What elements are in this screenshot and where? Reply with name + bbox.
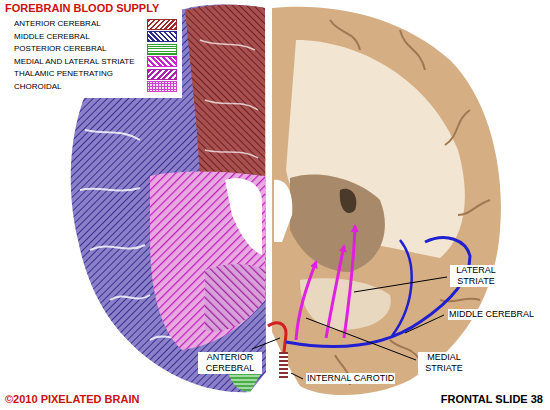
legend-text: ANTERIOR CEREBRAL (14, 19, 101, 29)
legend-text: POSTERIOR CEREBRAL (14, 44, 106, 54)
artery-label: ANTERIOR CEREBRAL (198, 352, 262, 374)
artery-label: LATERAL STRIATE (450, 265, 502, 287)
diagram-title: FOREBRAIN BLOOD SUPPLY (4, 2, 160, 15)
legend-swatch (148, 32, 176, 41)
legend-swatch (148, 70, 176, 79)
legend-swatch (148, 82, 176, 91)
artery-label: MEDIAL STRIATE (418, 352, 470, 374)
footer-text: ©2010 PIXELATED BRAIN (4, 393, 140, 406)
legend-swatch (148, 20, 176, 29)
footer-text: FRONTAL SLIDE 38 (440, 393, 544, 406)
legend-text: MEDIAL AND LATERAL STRIATE (14, 57, 134, 67)
legend-swatch (148, 45, 176, 54)
artery-label: INTERNAL CAROTID (306, 373, 395, 384)
legend-swatch (148, 57, 176, 66)
legend-text: MIDDLE CEREBRAL (14, 32, 90, 42)
artery-label: MIDDLE CEREBRAL (448, 309, 535, 320)
legend-text: THALAMIC PENETRATING (14, 69, 113, 79)
legend-text: CHOROIDAL (14, 82, 62, 92)
